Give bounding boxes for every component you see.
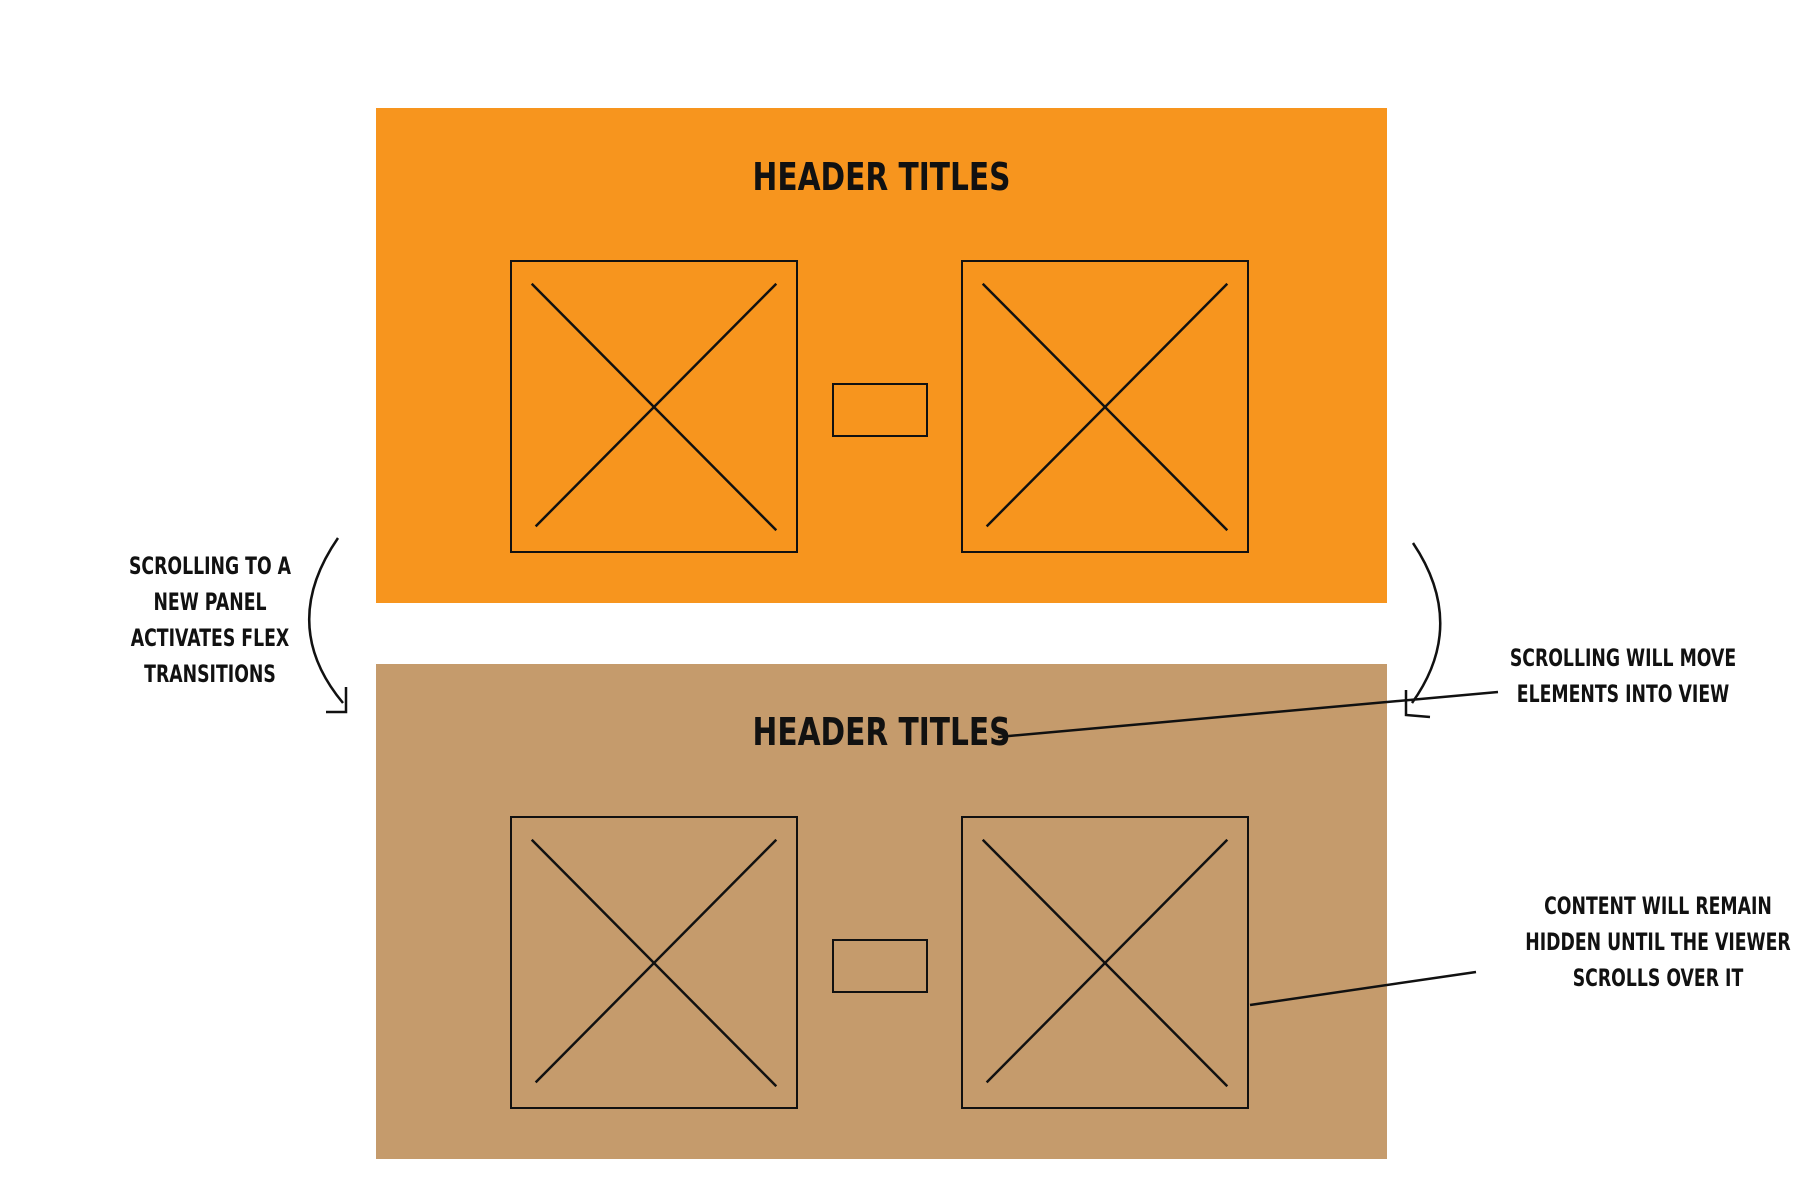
annotation-left: SCROLLING TO A NEW PANEL ACTIVATES FLEX … (102, 548, 318, 692)
placeholder-button (832, 939, 928, 993)
annotation-right-bottom: CONTENT WILL REMAIN HIDDEN UNTIL THE VIE… (1514, 888, 1800, 996)
image-placeholder-icon (961, 260, 1249, 553)
annotation-line: SCROLLING WILL MOVE (1509, 644, 1737, 672)
image-placeholder-icon (961, 816, 1249, 1109)
annotation-right-top: SCROLLING WILL MOVE ELEMENTS INTO VIEW (1479, 640, 1767, 712)
panel-title: HEADER TITLES (752, 155, 1011, 199)
annotation-line: ELEMENTS INTO VIEW (1516, 680, 1730, 708)
panel-bottom: HEADER TITLES (376, 664, 1387, 1159)
annotation-line: NEW PANEL (153, 588, 267, 616)
placeholder-button (832, 383, 928, 437)
annotation-line: ACTIVATES FLEX (130, 624, 290, 652)
annotation-line: CONTENT WILL REMAIN (1544, 892, 1772, 920)
panel-top: HEADER TITLES (376, 108, 1387, 603)
panel-title: HEADER TITLES (752, 710, 1011, 754)
annotation-line: TRANSITIONS (144, 660, 276, 688)
image-placeholder-icon (510, 816, 798, 1109)
annotation-line: SCROLLING TO A (128, 552, 292, 580)
annotation-line: SCROLLS OVER IT (1572, 964, 1744, 992)
annotation-line: HIDDEN UNTIL THE VIEWER (1525, 928, 1791, 956)
curved-arrow-icon (1404, 542, 1442, 719)
image-placeholder-icon (510, 260, 798, 553)
